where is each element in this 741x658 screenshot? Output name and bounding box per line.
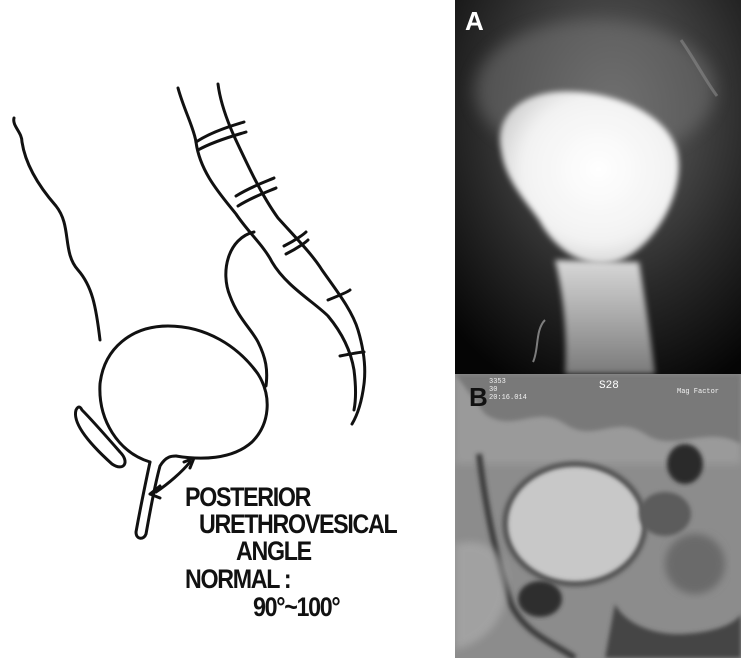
mri-overlay-mag-factor: Mag Factor bbox=[677, 388, 719, 396]
urethrovesical-angle-diagram bbox=[0, 0, 455, 658]
mri-overlay-slice: S28 bbox=[599, 380, 619, 392]
caption-line-degrees: 90°~100° bbox=[253, 592, 339, 623]
abdominal-wall-outline bbox=[14, 118, 100, 340]
mri-overlay-line-1: 3353 bbox=[489, 378, 506, 386]
caption-line-normal: NORMAL : bbox=[185, 564, 290, 595]
mri-overlay-line-3: 20:16.014 bbox=[489, 394, 527, 402]
posterior-fold-outline bbox=[226, 232, 267, 386]
pubic-symphysis-outline bbox=[75, 407, 125, 467]
mri-overlay-line-2: 30 bbox=[489, 386, 497, 394]
radiograph-image bbox=[455, 0, 741, 374]
panel-a-radiograph: A bbox=[455, 0, 741, 374]
panel-b-mri: 3353 30 20:16.014 S28 Mag Factor B bbox=[455, 374, 741, 658]
mri-image bbox=[455, 374, 741, 658]
panel-b-label: B bbox=[469, 384, 488, 410]
bladder-outline bbox=[100, 326, 267, 462]
caption-line-angle: ANGLE bbox=[236, 536, 311, 567]
panel-a-label: A bbox=[465, 8, 484, 34]
